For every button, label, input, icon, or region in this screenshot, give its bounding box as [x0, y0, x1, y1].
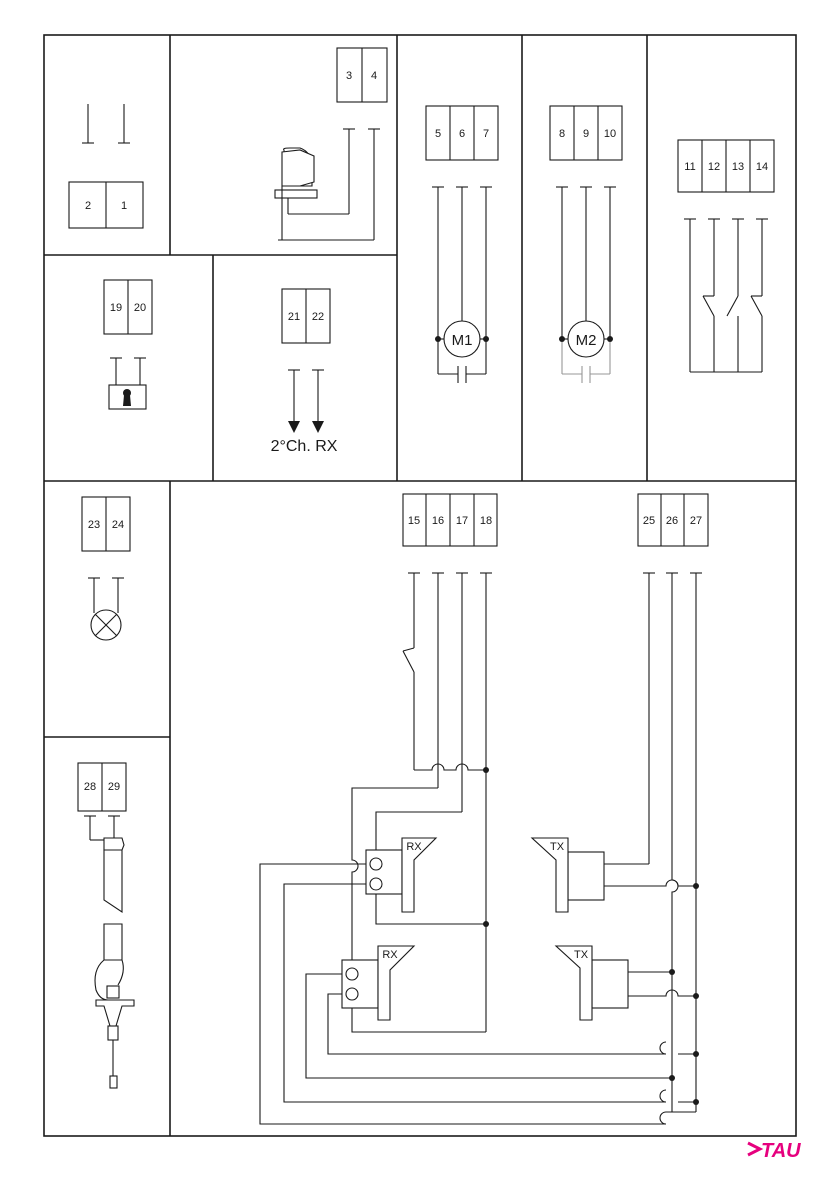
motor-m2-icon: M2 — [559, 321, 613, 357]
terminal-label: 1 — [121, 200, 127, 212]
terminal-block-19-20: 19 20 — [104, 280, 152, 334]
outer-frame — [44, 35, 796, 1136]
terminal-label: 5 — [435, 128, 441, 140]
panel-second-channel: 21 22 2°Ch. RX — [271, 289, 338, 455]
panel-switch-3-4: 3 4 — [275, 48, 387, 240]
safety-contact-icon — [403, 648, 414, 651]
terminal-block-15-18: 15 16 17 18 — [403, 494, 497, 546]
terminal-block-11-14: 11 12 13 14 — [678, 140, 774, 192]
transmitter-photocell-bottom-icon: TX — [556, 946, 628, 1020]
second-channel-label: 2°Ch. RX — [271, 438, 338, 455]
panel-flashing-lamp: 23 24 — [82, 497, 130, 640]
terminal-label: 14 — [756, 161, 768, 173]
lamp-icon — [91, 610, 121, 640]
terminal-label: 26 — [666, 515, 678, 527]
receiver-photocell-bottom-icon: RX — [342, 946, 414, 1020]
terminal-block-5-6-7: 5 6 7 — [426, 106, 498, 160]
terminal-block-23-24: 23 24 — [82, 497, 130, 551]
terminal-label: 24 — [112, 519, 124, 531]
terminal-label: 29 — [108, 781, 120, 793]
terminal-block-1-2: 2 1 — [69, 182, 143, 228]
terminal-block-3-4: 3 4 — [337, 48, 387, 102]
terminal-label: 10 — [604, 128, 616, 140]
panel-key-switch: 19 20 — [104, 280, 152, 409]
terminal-label: 4 — [371, 70, 377, 82]
logo-text: TAU — [761, 1140, 801, 1162]
terminal-label: 11 — [684, 161, 695, 173]
transmitter-photocell-top-icon: TX — [532, 838, 604, 912]
terminal-label: 16 — [432, 515, 444, 527]
capacitor-icon — [438, 366, 486, 383]
terminal-label: 15 — [408, 515, 420, 527]
terminal-label: 25 — [643, 515, 655, 527]
panel-grid — [44, 35, 796, 1136]
panel-aerial: 28 29 — [78, 763, 134, 1088]
terminal-block-21-22: 21 22 — [282, 289, 330, 343]
panel-photocells: 15 16 17 18 25 26 27 — [260, 494, 708, 1124]
motor-m1-icon: M1 — [435, 321, 489, 357]
motor-label: M1 — [452, 332, 473, 349]
brand-logo: TAU — [748, 1140, 801, 1162]
terminal-label: 6 — [459, 128, 465, 140]
terminal-label: 22 — [312, 311, 324, 323]
coaxial-cable-icon — [95, 838, 134, 1088]
terminal-label: 21 — [288, 311, 300, 323]
terminal-block-28-29: 28 29 — [78, 763, 126, 811]
terminal-label: 23 — [88, 519, 100, 531]
tx-label: TX — [550, 841, 565, 853]
motor-label: M2 — [576, 332, 597, 349]
terminal-label: 19 — [110, 302, 122, 314]
selector-switch-icon — [275, 148, 317, 240]
panel-limit-switches: 11 12 13 14 — [678, 140, 774, 372]
arrow-down-icon — [288, 421, 300, 433]
terminal-label: 27 — [690, 515, 702, 527]
terminal-block-25-27: 25 26 27 — [638, 494, 708, 546]
terminal-label: 13 — [732, 161, 744, 173]
limit-switch-icon — [703, 296, 762, 316]
terminal-label: 12 — [708, 161, 720, 173]
terminal-label: 9 — [583, 128, 589, 140]
panel-motor-m1: 5 6 7 M1 — [426, 106, 498, 383]
terminal-label: 17 — [456, 515, 468, 527]
terminal-label: 28 — [84, 781, 96, 793]
panel-push-buttons: 2 1 — [69, 104, 143, 228]
terminal-label: 2 — [85, 200, 91, 212]
rx-label: RX — [406, 841, 422, 853]
terminal-block-8-9-10: 8 9 10 — [550, 106, 622, 160]
rx-label: RX — [382, 949, 398, 961]
terminal-label: 18 — [480, 515, 492, 527]
terminal-label: 7 — [483, 128, 489, 140]
terminal-label: 20 — [134, 302, 146, 314]
key-lock-icon — [109, 385, 146, 409]
tx-label: TX — [574, 949, 589, 961]
panel-motor-m2: 8 9 10 M2 — [550, 106, 622, 383]
terminal-label: 8 — [559, 128, 565, 140]
arrow-down-icon — [312, 421, 324, 433]
terminal-label: 3 — [346, 70, 352, 82]
